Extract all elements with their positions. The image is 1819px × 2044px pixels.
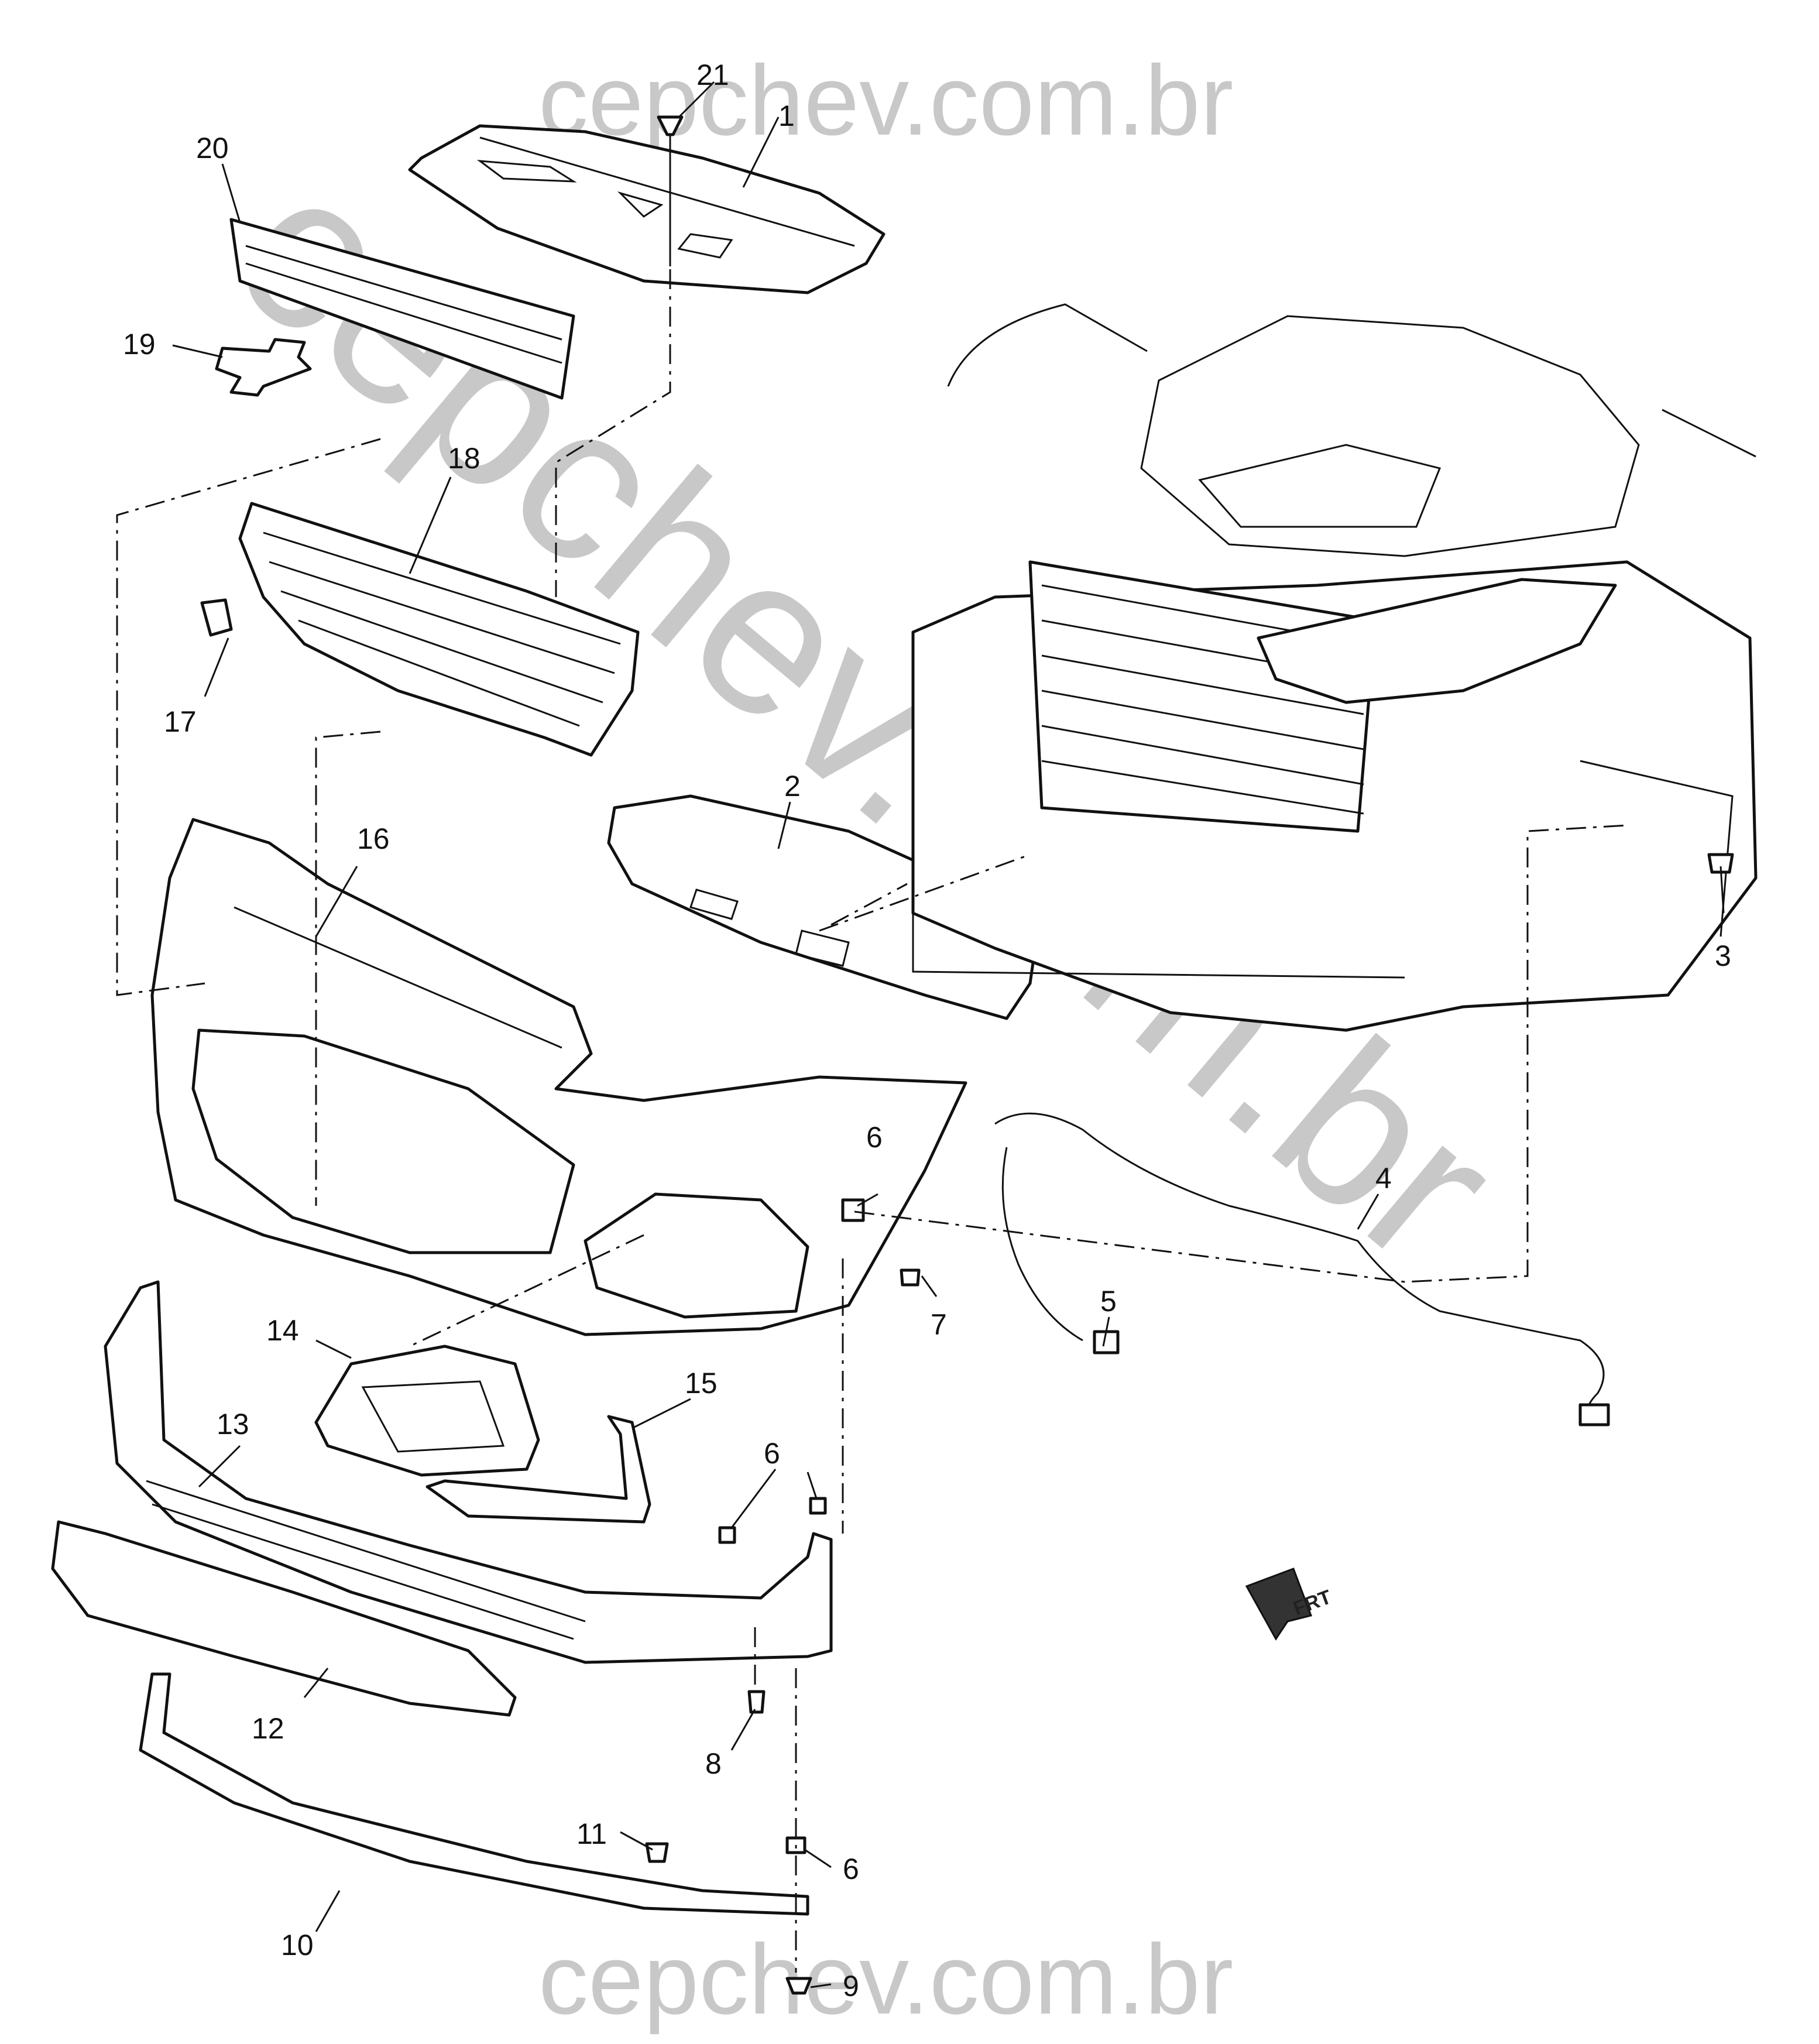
callout-21: 21: [696, 59, 729, 91]
watermark-top: cepchev.com.br: [538, 45, 1233, 156]
part-16-front-bumper-fascia: [150, 818, 967, 1336]
part-11-clip: [645, 1842, 669, 1863]
callout-13: 13: [217, 1408, 249, 1441]
front-direction-indicator: FRT: [1245, 1568, 1334, 1641]
callout-1: 1: [778, 100, 795, 132]
part-6-clip: [718, 1198, 865, 1854]
part-14-fog-lamp-bezel: [314, 1345, 540, 1477]
part-8-screw: [747, 1690, 766, 1714]
part-9-screw: [785, 1977, 812, 1995]
part-17-grille-clip: [200, 598, 233, 637]
part-19-bowtie-emblem: [215, 338, 312, 397]
part-13-lower-fascia: [104, 1280, 833, 1664]
callout-14: 14: [266, 1314, 299, 1347]
callout-9: 9: [843, 1970, 859, 2002]
callout-12: 12: [252, 1712, 284, 1745]
callout-6c: 6: [843, 1853, 859, 1885]
part-3-bolt: [1707, 853, 1734, 874]
part-10-lower-molding: [139, 1672, 809, 1916]
callout-19: 19: [123, 328, 156, 361]
part-7-bolt: [900, 1268, 921, 1287]
part-15-fog-lamp-trim: [425, 1415, 651, 1524]
callout-2: 2: [784, 770, 801, 802]
front-arrow-icon: [1245, 1568, 1312, 1641]
leader-lines: [172, 81, 1725, 1988]
callout-6a: 6: [866, 1121, 883, 1154]
part-1-upper-shield: [408, 124, 886, 294]
callout-20: 20: [196, 132, 229, 164]
callout-10: 10: [281, 1929, 314, 1961]
callout-17: 17: [164, 705, 197, 738]
callout-7: 7: [931, 1308, 947, 1341]
part-2-energy-absorber: [607, 794, 1038, 1020]
callout-16: 16: [357, 822, 390, 855]
vehicle-front-structure: [911, 303, 1758, 1032]
watermark-bottom: cepchev.com.br: [538, 1924, 1233, 2035]
callout-8: 8: [705, 1747, 722, 1780]
part-12-lower-skid-plate: [51, 1520, 517, 1717]
part-21-push-pin: [657, 115, 684, 266]
callout-4: 4: [1375, 1162, 1392, 1195]
callout-11: 11: [576, 1817, 607, 1850]
part-20-upper-grille: [229, 218, 575, 400]
callout-3: 3: [1715, 939, 1731, 972]
callout-15: 15: [685, 1367, 718, 1400]
assembly-lines: [116, 269, 1628, 1973]
callout-labels: 1 2 3 4 5 6 6 6 7 8 9 10 11 12 13 14 15 …: [123, 59, 1731, 2002]
part-18-lower-grille: [238, 502, 640, 757]
callout-6b: 6: [764, 1437, 780, 1470]
callout-5: 5: [1100, 1285, 1117, 1318]
callout-18: 18: [448, 442, 481, 475]
